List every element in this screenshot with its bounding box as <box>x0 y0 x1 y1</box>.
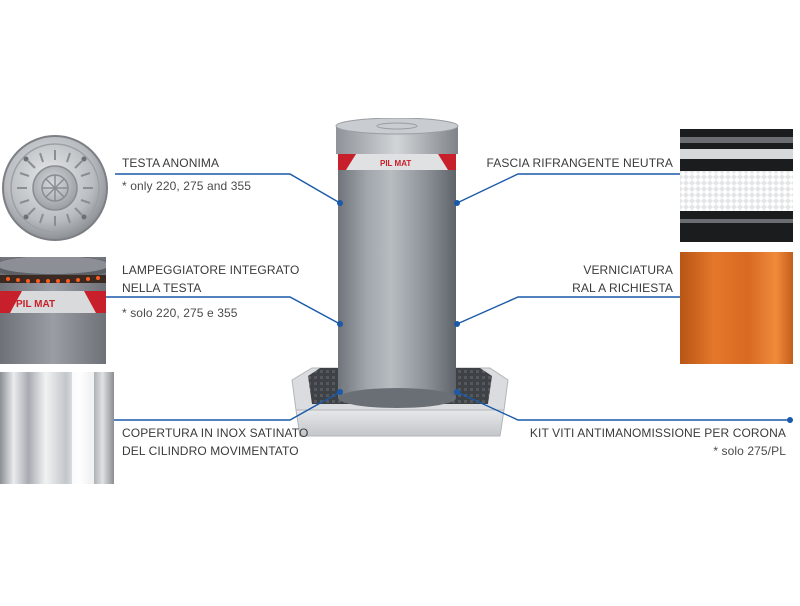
thumb-fascia <box>680 129 793 242</box>
callout-note: * only 220, 275 and 355 <box>122 179 252 193</box>
callout-title-line1: COPERTURA IN INOX SATINATO <box>122 426 309 440</box>
callout-kit-viti: KIT VITI ANTIMANOMISSIONE PER CORONA * s… <box>530 424 786 460</box>
svg-text:PIL MAT: PIL MAT <box>380 159 411 168</box>
satin-steel-icon <box>0 372 114 484</box>
ral-paint-icon <box>680 252 793 364</box>
callout-title: FASCIA RIFRANGENTE NEUTRA <box>486 156 673 170</box>
callout-testa-anonima: TESTA ANONIMA * only 220, 275 and 355 <box>122 154 251 195</box>
anonymous-head-icon <box>2 135 108 241</box>
callout-verniciatura: VERNICIATURA RAL A RICHIESTA <box>572 261 673 297</box>
callout-fascia: FASCIA RIFRANGENTE NEUTRA <box>486 154 673 172</box>
callout-title-line2: NELLA TESTA <box>122 281 202 295</box>
thumb-verniciatura <box>680 252 793 364</box>
callout-title-line1: VERNICIATURA <box>583 263 673 277</box>
bollard-image: PIL MAT <box>291 118 509 437</box>
flashing-head-icon: PIL MAT <box>0 257 106 364</box>
thumb-lampeggiatore: PIL MAT <box>0 257 106 364</box>
callout-note: * solo 220, 275 e 355 <box>122 306 238 320</box>
callout-title: TESTA ANONIMA <box>122 156 220 170</box>
thumb-copertura-inox <box>0 372 114 484</box>
thumb-testa-anonima <box>0 133 114 243</box>
pilomat-logo-text: PIL MAT <box>16 299 55 310</box>
callout-title-line1: LAMPEGGIATORE INTEGRATO <box>122 263 300 277</box>
reflective-band-icon <box>680 129 793 242</box>
callout-lampeggiatore: LAMPEGGIATORE INTEGRATO NELLA TESTA * so… <box>122 261 299 322</box>
callout-title-line2: DEL CILINDRO MOVIMENTATO <box>122 444 299 458</box>
callout-note: * solo 275/PL <box>713 444 786 458</box>
callout-copertura-inox: COPERTURA IN INOX SATINATO DEL CILINDRO … <box>122 424 308 460</box>
callout-title-line2: RAL A RICHIESTA <box>572 281 673 295</box>
callout-title: KIT VITI ANTIMANOMISSIONE PER CORONA <box>529 426 786 440</box>
